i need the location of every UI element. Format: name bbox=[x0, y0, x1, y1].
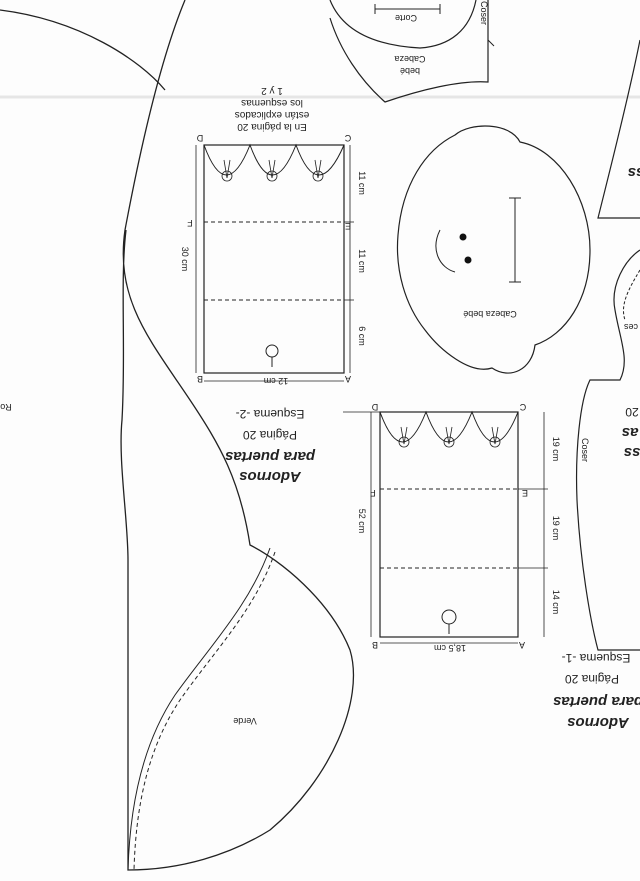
scheme2-corner-f: F bbox=[187, 218, 193, 228]
scheme2-seg1-label: 11 cm bbox=[357, 171, 367, 195]
big-body-outline bbox=[120, 0, 355, 871]
baby-mouth bbox=[435, 229, 456, 273]
big-piece-left-curve bbox=[0, 9, 166, 91]
scheme1-ring bbox=[441, 609, 457, 625]
scheme2-title-line1: Adornos bbox=[239, 468, 302, 485]
big-piece-seam-dashed bbox=[133, 551, 276, 871]
coser-top-tick bbox=[487, 39, 495, 47]
scheme2-page-ref: Página 20 bbox=[243, 428, 297, 442]
frag-coser-label: Coser bbox=[580, 438, 590, 462]
note-line4: 1 y 2 bbox=[261, 85, 283, 96]
cabeza-top-line1: Cabeza bbox=[394, 54, 425, 64]
scheme2-corner-b: B bbox=[197, 374, 203, 384]
baby-eye-right bbox=[464, 256, 472, 264]
frag-title-line1: Adornos bbox=[567, 714, 630, 731]
frag-20-text: 20 bbox=[625, 405, 639, 419]
right-piece-lower-outline bbox=[575, 249, 640, 651]
note-line2: están explicados bbox=[235, 109, 310, 120]
note-line1: En la página 20 bbox=[237, 121, 307, 132]
head-piece-top-outline bbox=[329, 0, 489, 103]
scheme2-title-line2: para puertas bbox=[225, 448, 316, 465]
scheme1-corner-e: E bbox=[522, 488, 528, 498]
scheme2-corner-c: C bbox=[344, 133, 351, 143]
scheme1-height-label: 52 cm bbox=[357, 509, 367, 534]
scheme2-corner-a: A bbox=[345, 374, 351, 384]
scheme1-corner-c: C bbox=[519, 402, 526, 412]
scheme2-height-label: 30 cm bbox=[180, 247, 190, 272]
scheme1-seg1-label: 19 cm bbox=[551, 437, 561, 462]
frag-as-text: as bbox=[622, 424, 639, 441]
scheme1-corner-d: D bbox=[371, 402, 378, 412]
frag-title-line2: para puertas bbox=[553, 693, 640, 710]
right-piece-lower-dash bbox=[623, 269, 640, 321]
cabeza-top-line2: bebé bbox=[400, 66, 420, 76]
corte-label: Corte bbox=[395, 13, 417, 23]
scheme1-bells bbox=[398, 426, 501, 448]
scheme2-bells bbox=[221, 159, 324, 182]
left-edge-text: Ro bbox=[0, 402, 12, 412]
scheme1-diagram bbox=[343, 410, 548, 644]
scheme2-corner-e: E bbox=[345, 221, 351, 231]
scheme2-scallops bbox=[203, 143, 345, 176]
frag-page-ref: Página 20 bbox=[565, 672, 619, 686]
note-line3: los esquemas bbox=[241, 97, 303, 108]
scheme2-rect bbox=[203, 144, 345, 374]
scheme2-ring bbox=[265, 344, 279, 358]
big-piece-seam-solid bbox=[127, 547, 271, 871]
scheme2-seg2-label: 11 cm bbox=[357, 249, 367, 273]
scheme2-diagram bbox=[195, 143, 354, 382]
frag-ces-text: ces bbox=[624, 322, 639, 332]
baby-head-outline bbox=[396, 125, 591, 374]
scheme1-seg2-label: 19 cm bbox=[551, 516, 561, 541]
frag-scheme-label: Esquema -1- bbox=[562, 651, 631, 665]
frag-upper-text: ss bbox=[628, 164, 640, 181]
scheme2-seg3-label: 6 cm bbox=[357, 326, 367, 346]
scheme2-scheme-label: Esquema -2- bbox=[236, 407, 305, 421]
scheme1-corner-f: F bbox=[370, 488, 376, 498]
scheme1-seg3-label: 14 cm bbox=[551, 590, 561, 615]
baby-eye-left bbox=[459, 233, 467, 241]
scheme1-width-label: 18,5 cm bbox=[434, 643, 466, 653]
verde-label: Verde bbox=[233, 716, 257, 726]
coser-top-label: Coser bbox=[479, 1, 489, 25]
scheme1-corner-b: B bbox=[372, 640, 378, 650]
scheme2-width-label: 12 cm bbox=[264, 376, 289, 386]
scheme1-rect bbox=[379, 411, 519, 638]
scheme2-corner-d: D bbox=[196, 133, 203, 143]
frag-os-text: ss bbox=[624, 444, 640, 461]
right-piece-upper-outline bbox=[597, 39, 640, 219]
baby-head-label: Cabeza bebé bbox=[463, 309, 517, 319]
scheme1-corner-a: A bbox=[519, 640, 525, 650]
